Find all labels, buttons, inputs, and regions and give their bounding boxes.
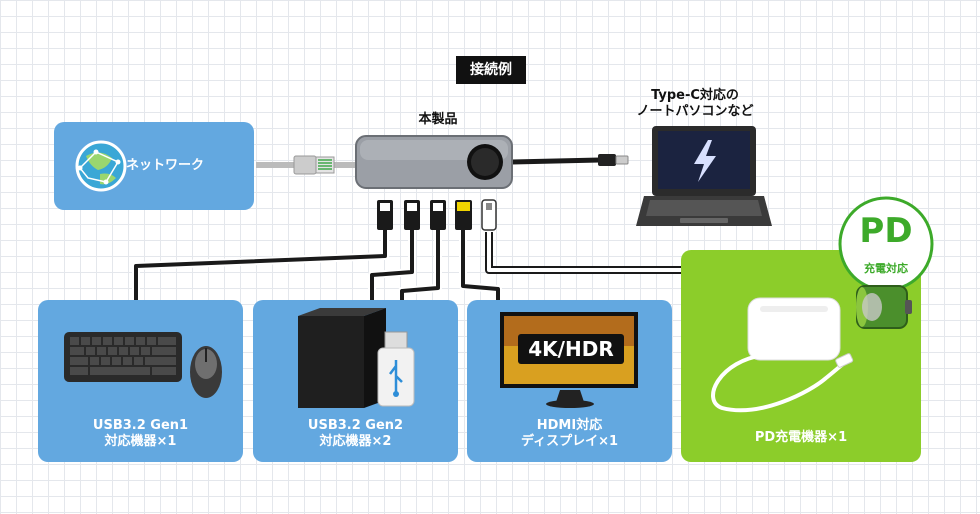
usb-flash-drive-icon [377, 331, 415, 407]
keyboard-icon [64, 332, 182, 382]
usb-c-plug-icon [598, 154, 629, 166]
laptop-label-line2: ノートパソコンなど [636, 104, 754, 119]
usb-a-connector-icon [404, 200, 420, 230]
pd-badge-sublabel: 充電対応 [864, 262, 908, 275]
pd-charger-icon [711, 297, 854, 413]
laptop-icon [636, 126, 772, 226]
usb-a-connector-icon [377, 200, 393, 230]
usb-cable-1 [134, 230, 387, 300]
device-label-line1: PD充電機器×1 [754, 430, 848, 445]
globe-icon [75, 140, 127, 192]
device-label-line1: HDMI対応 [536, 418, 603, 433]
monitor-screen-text: 4K/HDR [528, 337, 614, 361]
lightning-icon [694, 140, 716, 182]
pc-tower-icon [298, 308, 386, 408]
diagram-title: 接続例 [456, 56, 526, 84]
laptop-label-line1: Type-C対応の [651, 88, 739, 103]
device-label-line1: USB3.2 Gen2 [307, 418, 404, 433]
device-label-line1: USB3.2 Gen1 [92, 418, 189, 433]
usb-cable-2 [370, 230, 414, 300]
monitor-icon [500, 312, 638, 408]
hdmi-cable [461, 230, 500, 300]
hdmi-connector-icon [455, 200, 472, 230]
product-label: 本製品 [418, 112, 458, 127]
battery-icon [856, 285, 912, 329]
usb-cable-3 [400, 230, 440, 300]
laptop-cable [511, 157, 601, 165]
pd-badge-label: PD [859, 211, 913, 251]
laptop-label: Type-C対応の ノートパソコンなど [620, 88, 770, 120]
usb-a-connector-icon [430, 200, 446, 230]
mouse-icon [190, 346, 222, 398]
device-label-line2: 対応機器×2 [319, 434, 392, 449]
usb-hub-icon [355, 135, 513, 189]
device-label-line2: 対応機器×1 [104, 434, 177, 449]
device-label-line2: ディスプレイ×1 [520, 434, 619, 449]
pd-badge [838, 196, 934, 329]
usb-c-connector-icon [481, 199, 497, 231]
rj45-plug-icon [293, 155, 335, 175]
network-label: ネットワーク [126, 158, 205, 173]
pd-cable [487, 232, 681, 272]
